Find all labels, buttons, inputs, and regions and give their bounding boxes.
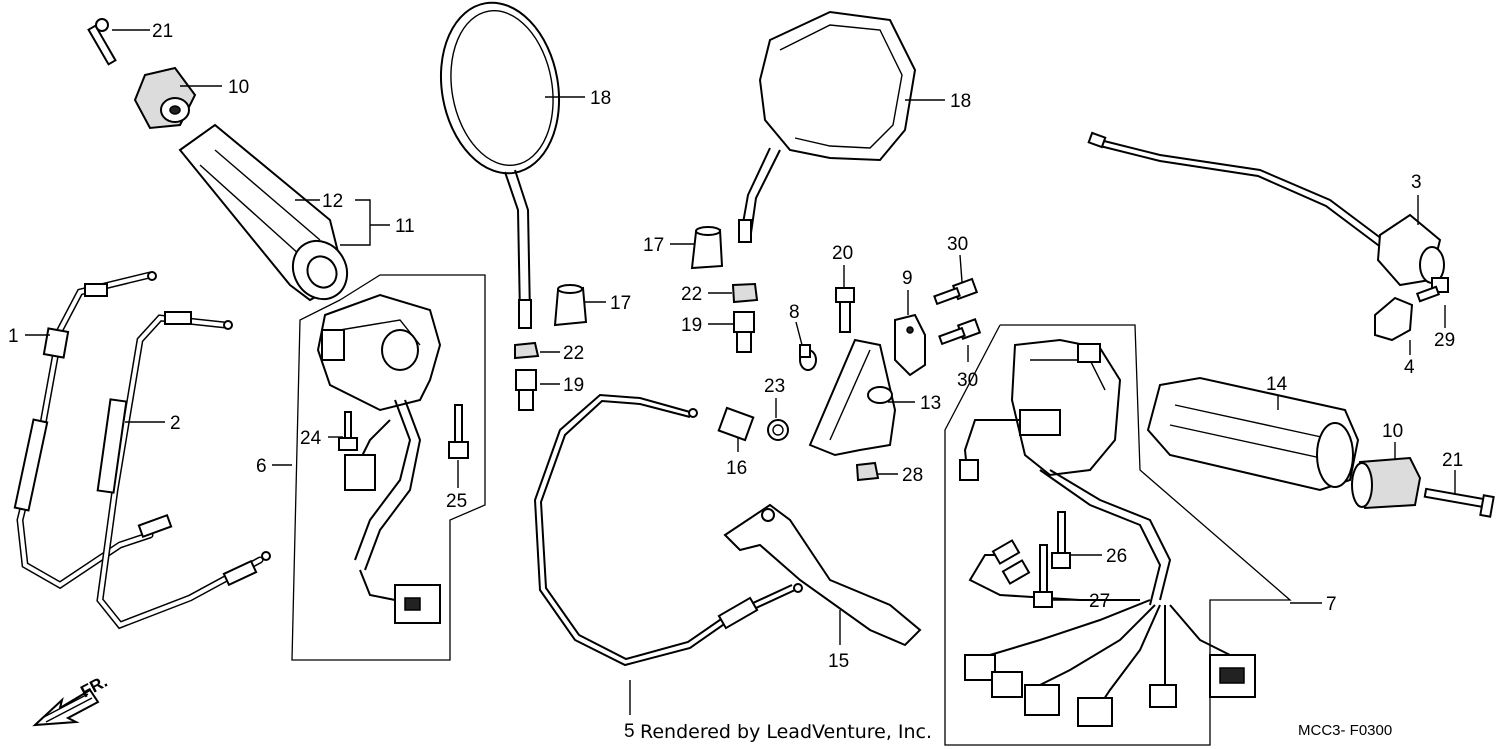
nut-22-right [731, 282, 759, 304]
screw-29 [1415, 277, 1449, 303]
callout-11: 11 [395, 216, 415, 237]
watermark: Rendered by LeadVenture, Inc. [640, 721, 932, 743]
handlebar-grip-left [178, 123, 349, 302]
callout-15: 15 [828, 651, 849, 672]
callout-28: 28 [902, 465, 923, 486]
screw-24 [338, 411, 358, 451]
callout-1: 1 [8, 326, 19, 347]
grip-end-screw-left [87, 18, 117, 66]
screw-25 [448, 404, 469, 459]
clutch-lever [723, 503, 922, 647]
callout-10-left: 10 [228, 77, 249, 98]
callout-14: 13 [920, 393, 941, 414]
callout-12: 12 [322, 191, 343, 212]
bolt-16 [717, 406, 755, 442]
pin-8 [799, 344, 817, 371]
callout-10-right: 10 [1382, 421, 1403, 442]
callout-13: 14 [1266, 374, 1288, 395]
bolt-30-bottom [938, 318, 982, 346]
clamp-4 [1374, 296, 1414, 342]
callout-18-left: 18 [590, 88, 611, 109]
grip-end-weight-right [1351, 456, 1422, 510]
callout-4: 4 [1404, 357, 1415, 378]
callout-26: 26 [1106, 546, 1127, 567]
choke-cable [1087, 131, 1445, 287]
pivot-20 [835, 287, 855, 333]
callout-16: 16 [726, 458, 747, 479]
throttle-grip-right [1146, 376, 1360, 492]
rubber-cap-17-left [553, 284, 588, 327]
callout-19-right: 19 [681, 315, 702, 336]
callout-2: 2 [170, 413, 181, 434]
mirror-right [738, 10, 917, 243]
screw-26 [1051, 511, 1071, 569]
diagram-code: MCC3- F0300 [1298, 722, 1392, 739]
callout-5: 5 [624, 721, 635, 742]
arrow-icon [32, 688, 100, 727]
callout-29: 29 [1434, 330, 1455, 351]
callout-30-bottom: 30 [957, 370, 978, 391]
callout-22-left: 22 [563, 343, 584, 364]
callout-8: 8 [789, 302, 800, 323]
callout-21-right: 21 [1442, 450, 1463, 471]
nut-28 [855, 461, 880, 482]
callout-17-right: 17 [643, 235, 664, 256]
callout-18-right: 18 [950, 91, 971, 112]
front-arrow: FR. [32, 672, 111, 727]
bolt-30-top [933, 277, 979, 306]
callout-17-left: 17 [610, 293, 631, 314]
grip-end-weight-left [133, 66, 197, 130]
rubber-cap-17-right [690, 226, 724, 270]
callout-6: 6 [256, 456, 267, 477]
throttle-cable-1 [13, 271, 173, 590]
callout-22-right: 22 [681, 284, 702, 305]
callout-30-top: 30 [947, 234, 968, 255]
screw-27 [1033, 544, 1053, 608]
callout-24: 24 [300, 428, 322, 449]
bolt-19-left [515, 369, 537, 411]
throttle-cable-2 [96, 311, 271, 630]
clamp-9 [894, 313, 926, 377]
callout-25: 25 [446, 491, 467, 512]
grip-end-screw-right [1423, 487, 1495, 518]
mirror-left [439, 1, 561, 329]
callout-27: 27 [1089, 591, 1110, 612]
callouts: 21 10 12 11 1 2 6 24 25 18 18 17 22 19 1… [8, 21, 1463, 742]
switch-housing-left [316, 293, 442, 624]
bolt-19-right [733, 311, 755, 353]
callout-9: 9 [902, 268, 913, 289]
callout-21-left: 21 [152, 21, 173, 42]
leader-lines [25, 29, 1456, 715]
callout-3: 3 [1411, 172, 1422, 193]
clutch-cable [533, 393, 803, 667]
callout-23: 23 [764, 376, 785, 397]
callout-7: 7 [1326, 594, 1337, 615]
switch-housing-right [959, 338, 1256, 727]
spring-23 [767, 419, 789, 441]
nut-22-left [514, 341, 540, 360]
callout-20: 20 [832, 243, 853, 264]
callout-19-left: 19 [563, 375, 584, 396]
lever-bracket [808, 338, 897, 457]
